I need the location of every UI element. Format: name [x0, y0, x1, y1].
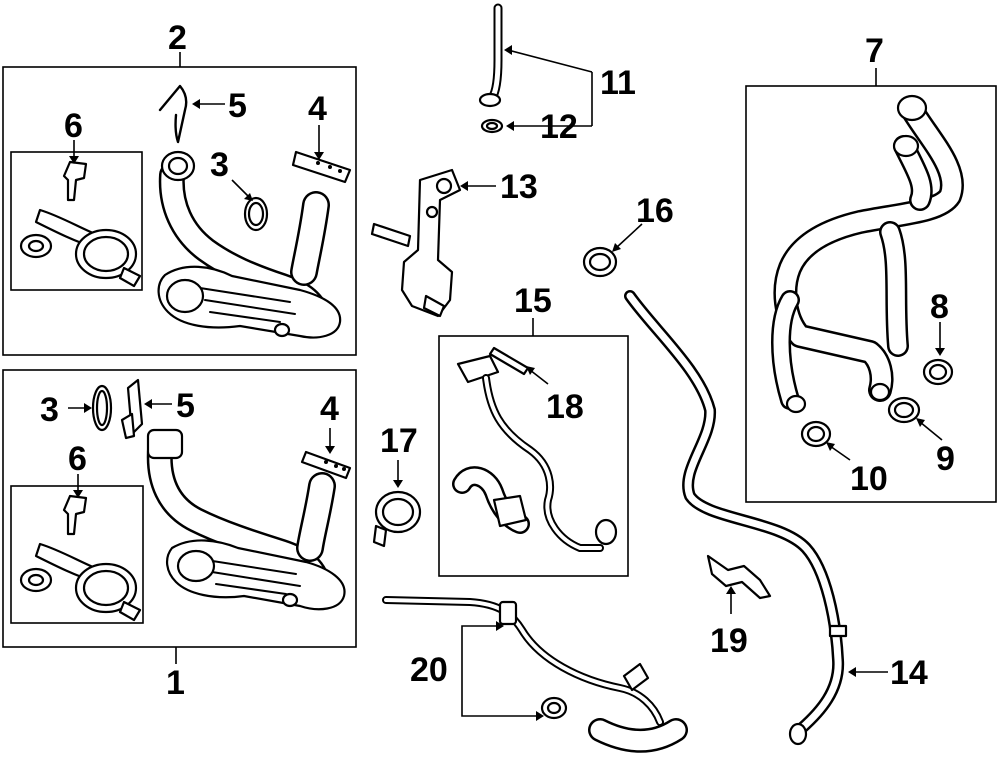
leader-lines: [68, 45, 945, 721]
bracket-19: [706, 554, 772, 600]
label-6-lower: 6: [68, 440, 87, 478]
label-4-upper: 4: [308, 90, 327, 128]
label-3-upper: 3: [210, 146, 229, 184]
label-11: 11: [600, 64, 636, 102]
hose-assembly-upper: [157, 150, 342, 339]
clamp-20: [540, 696, 568, 720]
label-2: 2: [168, 19, 187, 57]
label-16: 16: [636, 192, 674, 230]
label-3-lower: 3: [40, 391, 59, 429]
bracket-4-lower: [300, 450, 352, 480]
label-1: 1: [166, 664, 185, 702]
sub-box-6-lower: [10, 485, 144, 624]
clamp-17: [372, 490, 422, 548]
clamp-kit-6-upper: [19, 160, 142, 288]
tube-14: [624, 290, 848, 746]
label-15: 15: [514, 282, 552, 320]
label-20: 20: [410, 651, 448, 689]
clamp-8: [922, 358, 954, 386]
sensor-18: [488, 346, 530, 376]
label-9: 9: [936, 440, 955, 478]
clamp-10: [800, 420, 832, 448]
sub-box-6-upper: [10, 151, 143, 291]
gasket-12: [480, 118, 504, 134]
o-ring-3-lower: [91, 384, 113, 432]
hose-assembly-15: [452, 354, 618, 552]
label-5-upper: 5: [228, 87, 247, 125]
bracket-13: [370, 168, 462, 318]
hose-assembly-lower: [146, 428, 346, 611]
bracket-4-upper: [291, 150, 352, 184]
assembly-box-7: [745, 85, 997, 503]
tube-20: [382, 596, 688, 753]
label-18: 18: [546, 388, 584, 426]
label-8: 8: [930, 288, 949, 326]
label-17: 17: [380, 422, 418, 460]
label-7: 7: [865, 32, 884, 70]
label-14: 14: [890, 654, 928, 692]
tube-11: [478, 3, 503, 108]
label-10: 10: [850, 460, 888, 498]
label-19: 19: [710, 622, 748, 660]
clip-5-upper: [158, 84, 188, 144]
clamp-kit-6-lower: [19, 494, 142, 622]
hose-assembly-7: [771, 94, 964, 414]
clamp-16: [582, 246, 618, 278]
label-12: 12: [540, 108, 578, 146]
o-ring-3-upper: [243, 196, 269, 232]
callout-labels: 2 5 4 6 3 11 12 13 7 16 15 8 18 9 10 3 5…: [40, 19, 955, 702]
label-13: 13: [500, 168, 538, 206]
label-6-upper: 6: [64, 107, 83, 145]
clamp-9: [887, 396, 921, 424]
label-5-lower: 5: [176, 387, 195, 425]
clip-5-lower: [120, 378, 144, 440]
label-4-lower: 4: [320, 390, 339, 428]
assembly-box-1: [2, 369, 357, 648]
